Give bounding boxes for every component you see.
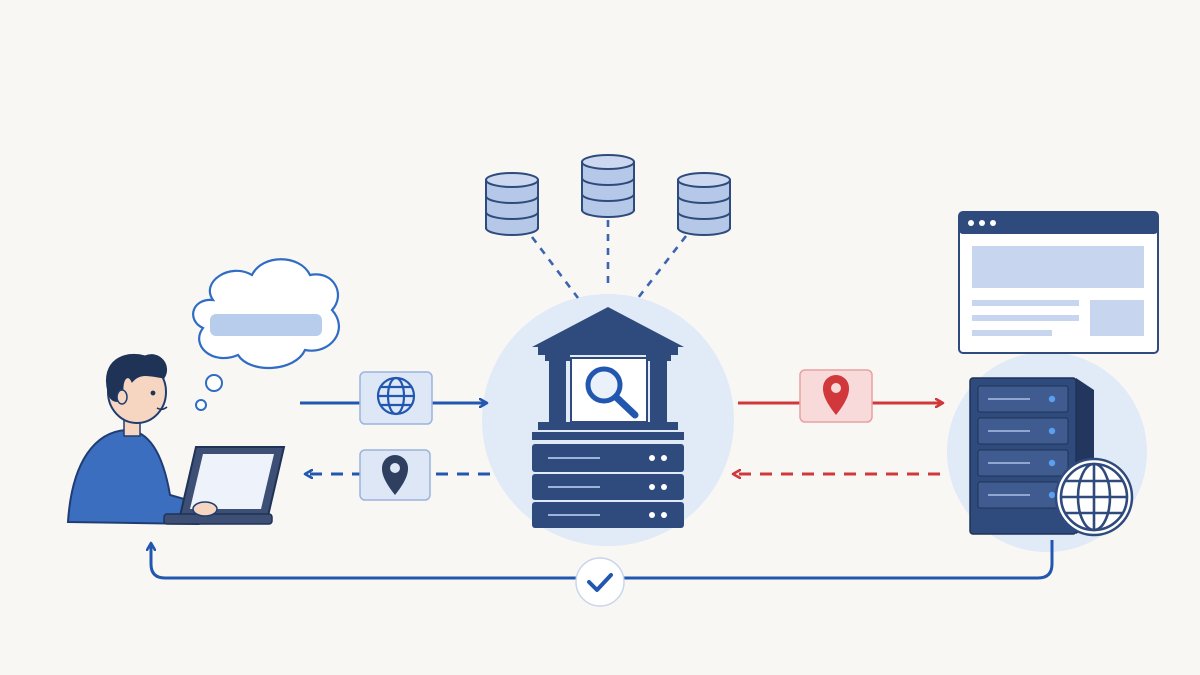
database-icon (677, 172, 731, 236)
checkmark-icon (587, 573, 613, 592)
database-icon (485, 172, 539, 236)
institution-with-magnifier-icon (532, 307, 684, 440)
globe-icon (1054, 457, 1134, 537)
forward-query-arrow (738, 369, 942, 423)
database-connectors (530, 220, 688, 299)
globe-icon (376, 376, 416, 416)
checkmark-badge (575, 557, 625, 607)
location-pin-icon (382, 455, 408, 495)
browser-window-icon (958, 211, 1159, 354)
location-pin-icon (823, 375, 849, 415)
database-icon (581, 154, 635, 218)
return-path-arrow (151, 540, 1054, 607)
response-arrow (306, 449, 490, 501)
server-rack-icon (532, 444, 684, 528)
person-at-laptop-icon (66, 353, 286, 526)
thought-bubble-icon (192, 258, 340, 411)
query-arrow (300, 371, 486, 425)
server-tower-icon (969, 377, 1094, 535)
